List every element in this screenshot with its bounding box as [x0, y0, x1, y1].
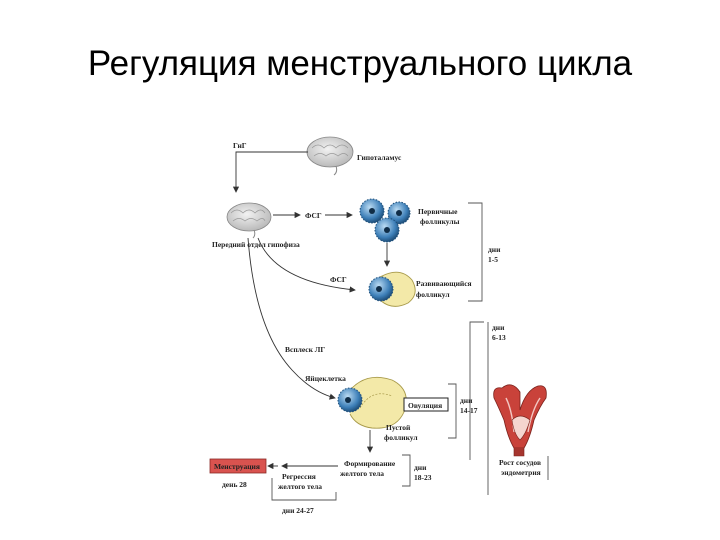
- regression-label-1: Регрессия: [282, 472, 316, 481]
- bracket-days-18-23: [402, 454, 411, 487]
- bracket-days-24-27: [271, 478, 337, 501]
- developing-follicle-label-1: Развивающийся: [416, 279, 472, 288]
- developing-follicle-icon: [368, 271, 416, 307]
- gnrh-arrow: [232, 151, 308, 193]
- days-6-13-label-a: дни: [492, 323, 505, 332]
- bracket-days-6-13-inner: [469, 321, 484, 460]
- days-6-13-label-b: 6-13: [492, 333, 506, 342]
- pituitary-label: Передний отдел гипофиза: [212, 240, 300, 249]
- day-28-label: день 28: [222, 480, 247, 489]
- days-1-5-label-b: 1-5: [488, 255, 498, 264]
- menstruation-box: [209, 458, 267, 474]
- lh-surge-arrow: [247, 237, 336, 400]
- empty-follicle-label-2: фолликул: [384, 433, 418, 442]
- fsh-label-1: ФСГ: [305, 211, 322, 220]
- pituitary-brain-icon: [226, 202, 272, 239]
- days-18-23-label-b: 18-23: [414, 473, 432, 482]
- days-14-17-label-a: дни: [460, 396, 473, 405]
- corpus-formation-label-1: Формирование: [344, 459, 396, 468]
- fsh-label-2: ФСГ: [330, 275, 347, 284]
- vessel-growth-label-1: Рост сосудов: [499, 458, 541, 467]
- lh-surge-label: Всплеск ЛГ: [285, 345, 325, 354]
- slide-title: Регуляция менструального цикла: [87, 44, 633, 83]
- days-14-17-label-b: 14-17: [460, 406, 478, 415]
- empty-follicle-label-1: Пустой: [386, 423, 411, 432]
- corpus-formation-label-2: желтого тела: [340, 469, 384, 478]
- bracket-days-1-5: [468, 202, 483, 302]
- developing-follicle-label-2: фолликул: [416, 290, 450, 299]
- ovulation-box: [403, 397, 449, 412]
- vessel-growth-label-2: эндометрия: [501, 468, 541, 477]
- primary-follicles-label-2: фолликулы: [420, 217, 460, 226]
- fsh-arrow-2: [257, 237, 356, 293]
- regression-label-2: желтого тела: [278, 482, 322, 491]
- bracket-days-14-17: [448, 383, 457, 439]
- days-1-5-label-a: дни: [488, 245, 501, 254]
- ovulation-label: Овуляция: [408, 401, 442, 410]
- hypothalamus-brain-icon: [306, 136, 354, 176]
- menstruation-label: Менструация: [214, 462, 260, 471]
- uterus-icon: [493, 384, 547, 457]
- gnrh-label: ГнГ: [233, 141, 247, 150]
- ovulating-follicle-icon: [337, 376, 407, 429]
- ovum-label: Яйцеклетка: [305, 374, 346, 383]
- primary-follicles-label-1: Первичные: [418, 207, 458, 216]
- primary-follicles-icon: [359, 198, 411, 243]
- hypothalamus-label: Гипоталамус: [357, 153, 402, 162]
- days-18-23-label-a: дни: [414, 463, 427, 472]
- days-24-27-label: дни 24-27: [282, 506, 314, 515]
